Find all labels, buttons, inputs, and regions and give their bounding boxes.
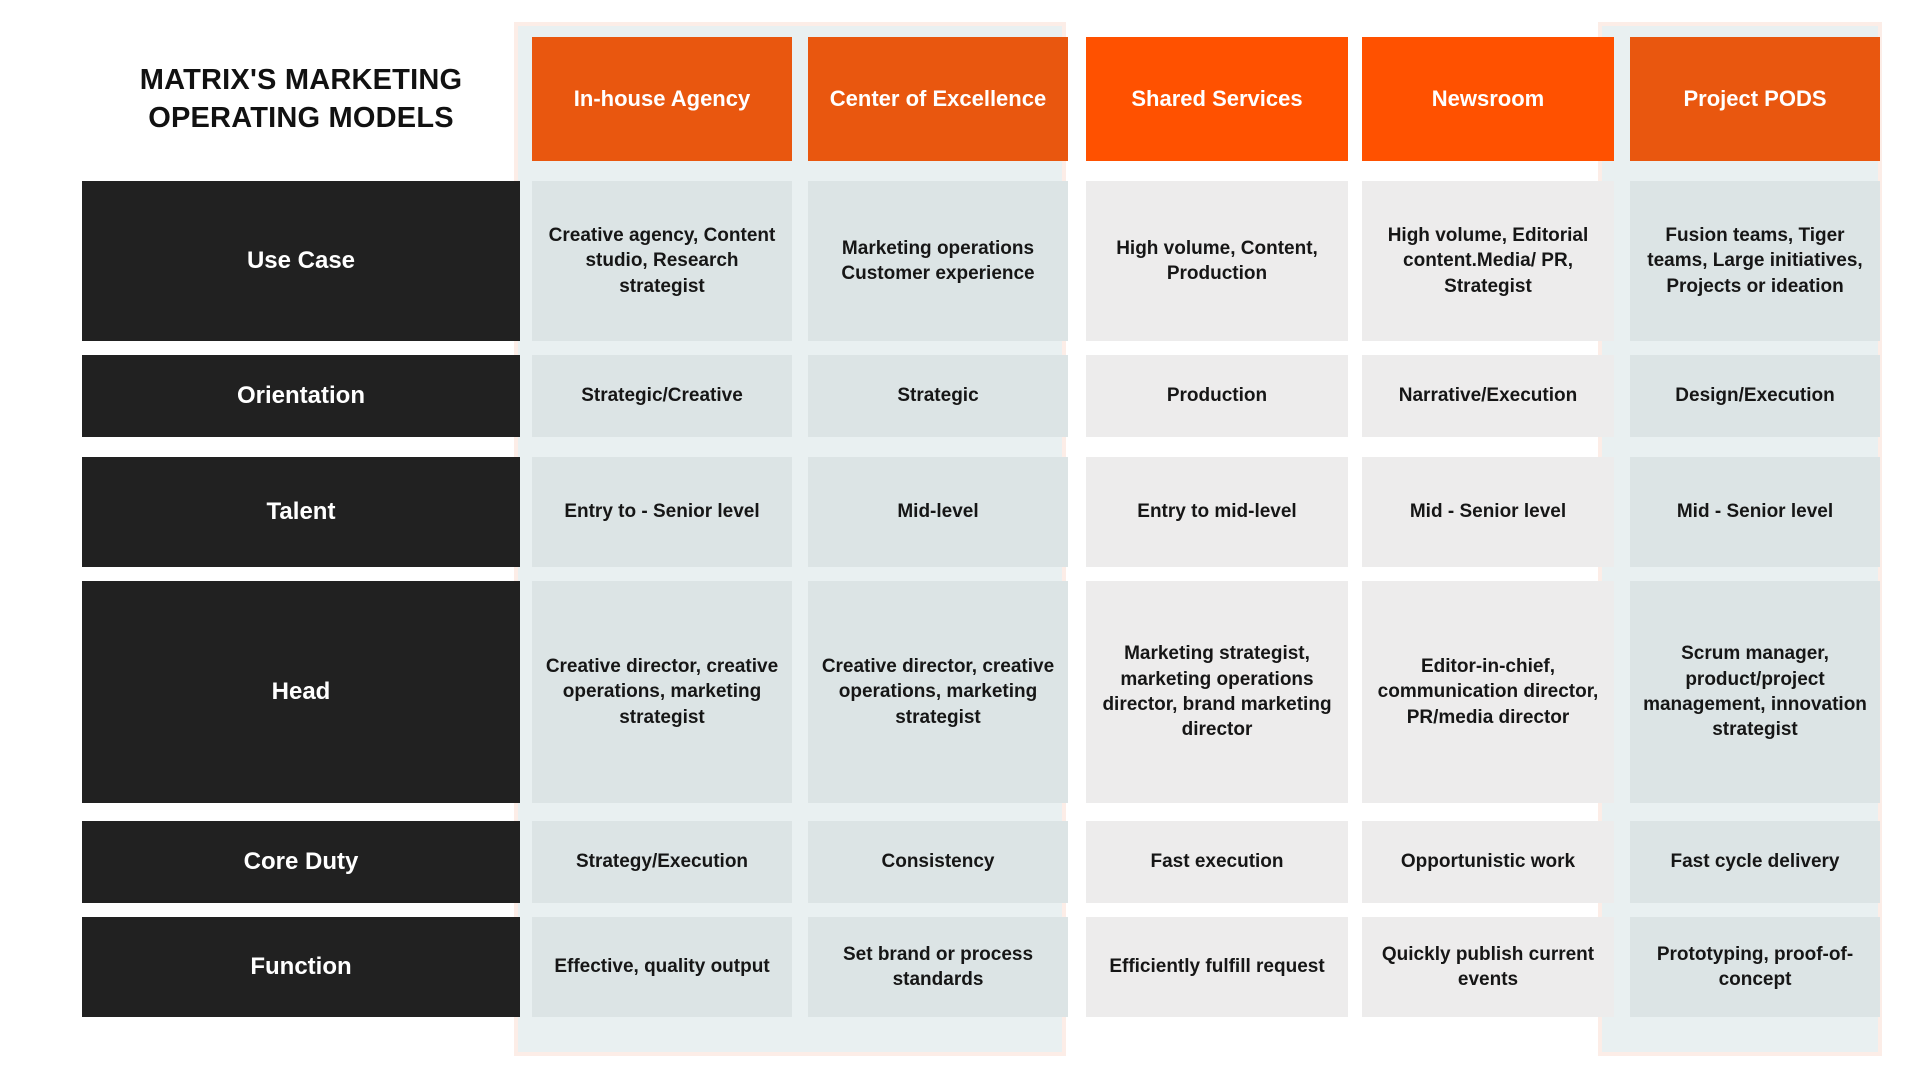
matrix-grid: MATRIX'S MARKETING OPERATING MODELS In-h… (0, 22, 1920, 1056)
cell-orientation-shared-services: Production (1086, 355, 1348, 437)
cell-function-shared-services: Efficiently fulfill request (1086, 917, 1348, 1017)
cell-orientation-project-pods: Design/Execution (1630, 355, 1880, 437)
column-header-center-of-excellence[interactable]: Center of Excellence (808, 37, 1068, 161)
cell-talent-shared-services: Entry to mid-level (1086, 457, 1348, 567)
row-label-orientation: Orientation (82, 355, 520, 437)
column-header-shared-services[interactable]: Shared Services (1086, 37, 1348, 161)
cell-use-case-project-pods: Fusion teams, Tiger teams, Large initiat… (1630, 181, 1880, 341)
cell-core-duty-shared-services: Fast execution (1086, 821, 1348, 903)
cell-orientation-center-of-excellence: Strategic (808, 355, 1068, 437)
row-label-talent: Talent (82, 457, 520, 567)
cell-use-case-center-of-excellence: Marketing operations Customer experience (808, 181, 1068, 341)
cell-core-duty-center-of-excellence: Consistency (808, 821, 1068, 903)
cell-talent-newsroom: Mid - Senior level (1362, 457, 1614, 567)
cell-function-newsroom: Quickly publish current events (1362, 917, 1614, 1017)
cell-orientation-in-house-agency: Strategic/Creative (532, 355, 792, 437)
column-header-project-pods[interactable]: Project PODS (1630, 37, 1880, 161)
row-label-use-case: Use Case (82, 181, 520, 341)
row-label-head: Head (82, 581, 520, 803)
cell-function-in-house-agency: Effective, quality output (532, 917, 792, 1017)
cell-core-duty-newsroom: Opportunistic work (1362, 821, 1614, 903)
cell-core-duty-in-house-agency: Strategy/Execution (532, 821, 792, 903)
cell-core-duty-project-pods: Fast cycle delivery (1630, 821, 1880, 903)
cell-orientation-newsroom: Narrative/Execution (1362, 355, 1614, 437)
row-label-function: Function (82, 917, 520, 1017)
cell-talent-in-house-agency: Entry to - Senior level (532, 457, 792, 567)
cell-head-in-house-agency: Creative director, creative operations, … (532, 581, 792, 803)
cell-use-case-shared-services: High volume, Content, Production (1086, 181, 1348, 341)
cell-head-newsroom: Editor-in-chief, communication director,… (1362, 581, 1614, 803)
cell-use-case-newsroom: High volume, Editorial content.Media/ PR… (1362, 181, 1614, 341)
cell-talent-project-pods: Mid - Senior level (1630, 457, 1880, 567)
cell-function-center-of-excellence: Set brand or process standards (808, 917, 1068, 1017)
cell-function-project-pods: Prototyping, proof-of-concept (1630, 917, 1880, 1017)
page-title: MATRIX'S MARKETING OPERATING MODELS (139, 63, 463, 134)
row-label-core-duty: Core Duty (82, 821, 520, 903)
cell-talent-center-of-excellence: Mid-level (808, 457, 1068, 567)
cell-use-case-in-house-agency: Creative agency, Content studio, Researc… (532, 181, 792, 341)
cell-head-project-pods: Scrum manager, product/project managemen… (1630, 581, 1880, 803)
column-header-in-house-agency[interactable]: In-house Agency (532, 37, 792, 161)
cell-head-shared-services: Marketing strategist, marketing operatio… (1086, 581, 1348, 803)
cell-head-center-of-excellence: Creative director, creative operations, … (808, 581, 1068, 803)
column-header-newsroom[interactable]: Newsroom (1362, 37, 1614, 161)
